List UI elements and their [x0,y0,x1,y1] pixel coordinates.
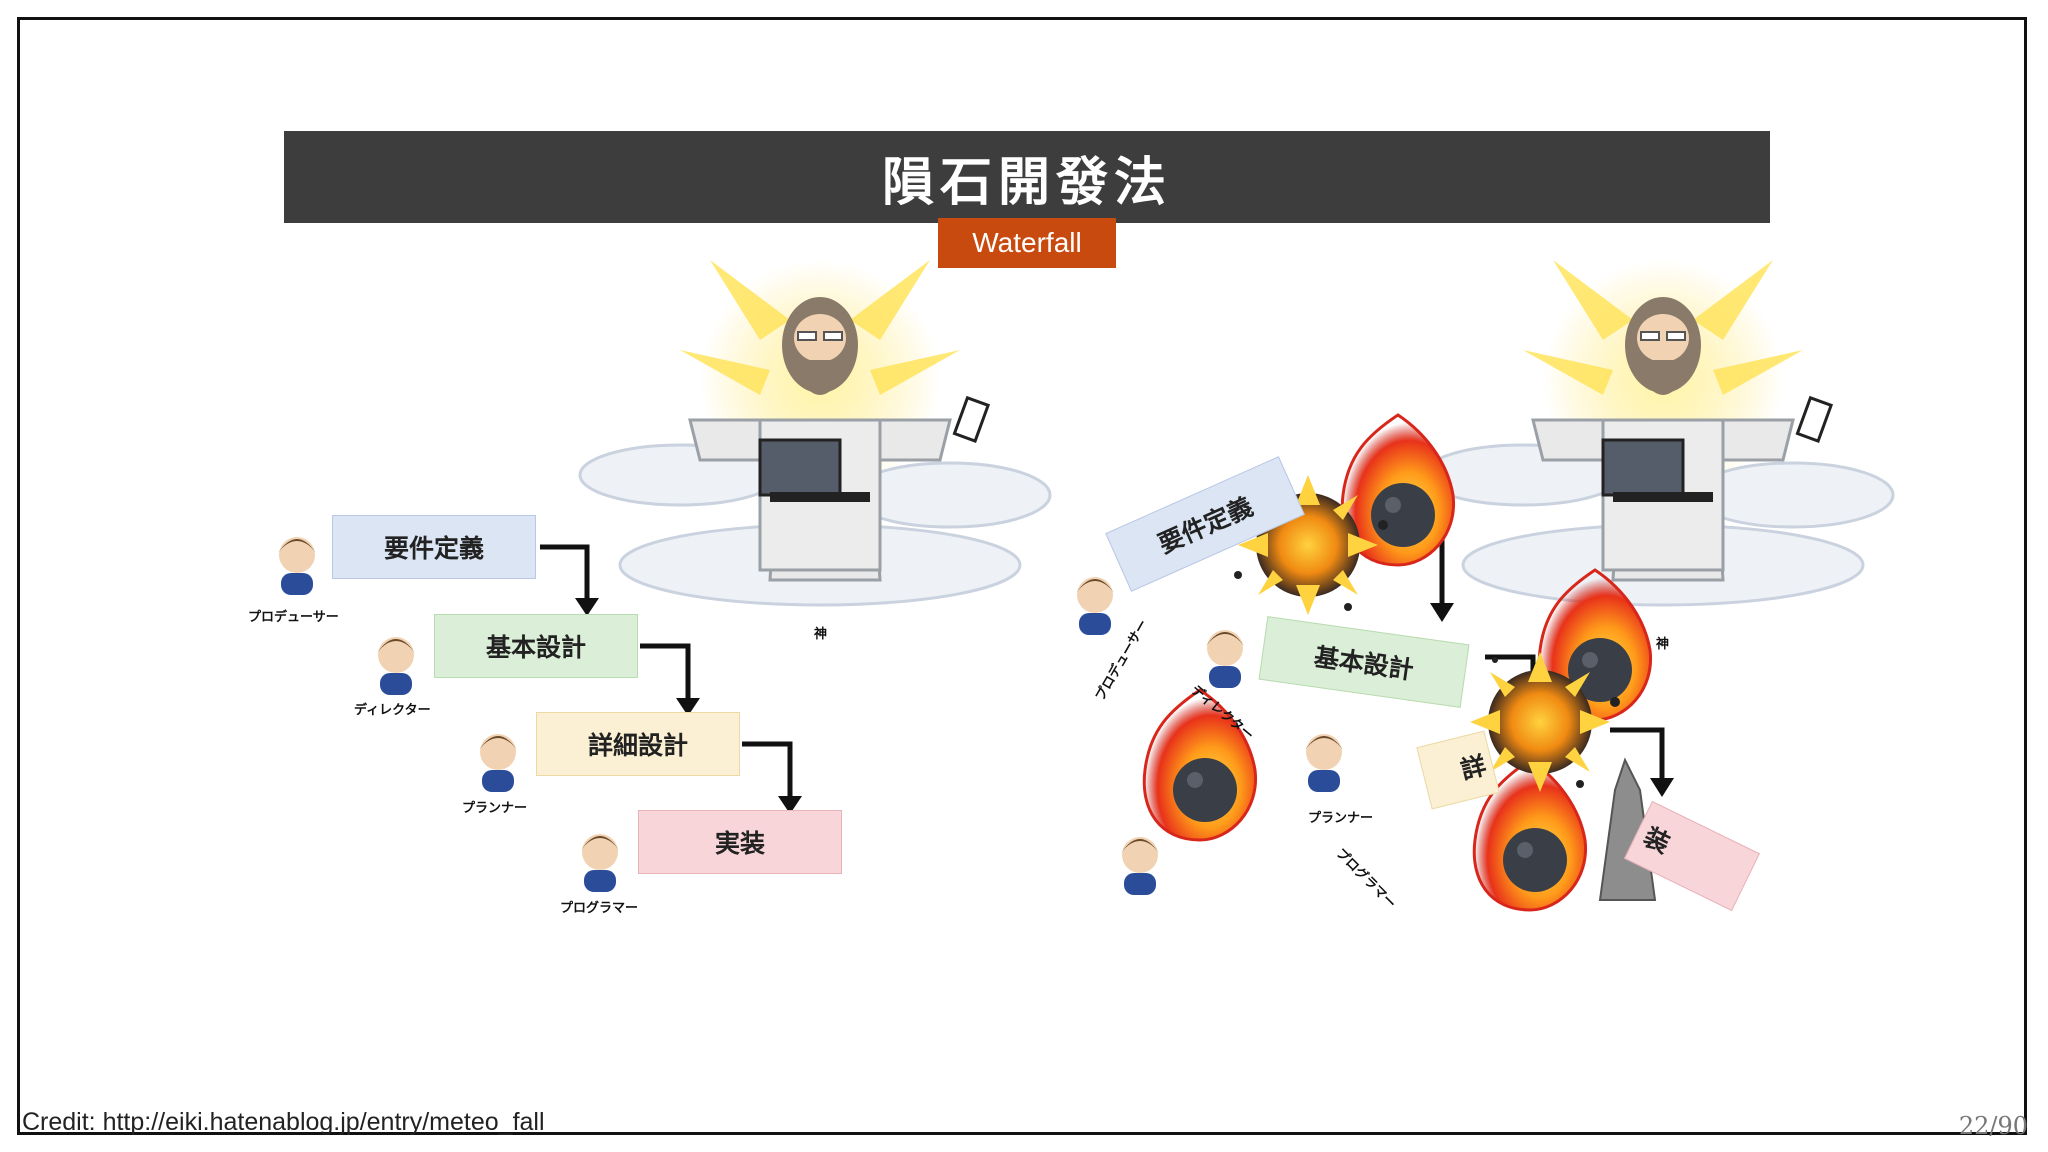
left-role-director: ディレクター [354,703,431,718]
left-step-detailed-design: 詳細設計 [536,712,740,776]
right-god-label: 神 [1656,637,1670,652]
right-role-planner: プランナー [1308,811,1374,826]
left-god-label: 神 [814,627,828,642]
page-number: 22/90 [1958,1112,2028,1140]
left-role-planner: プランナー [462,801,528,816]
left-step-basic-design: 基本設計 [434,614,638,678]
left-role-producer: プロデューサー [248,610,339,625]
left-step-implementation: 実装 [638,810,842,874]
subtitle-badge: Waterfall [938,218,1116,268]
slide-title: 隕石開發法 [881,151,1172,213]
credit-text: Credit: http://eiki.hatenablog.jp/entry/… [22,1108,545,1136]
title-bar: 隕石開發法 [284,131,1770,223]
left-role-programmer: プログラマー [560,901,639,916]
left-step-requirements: 要件定義 [332,515,536,579]
